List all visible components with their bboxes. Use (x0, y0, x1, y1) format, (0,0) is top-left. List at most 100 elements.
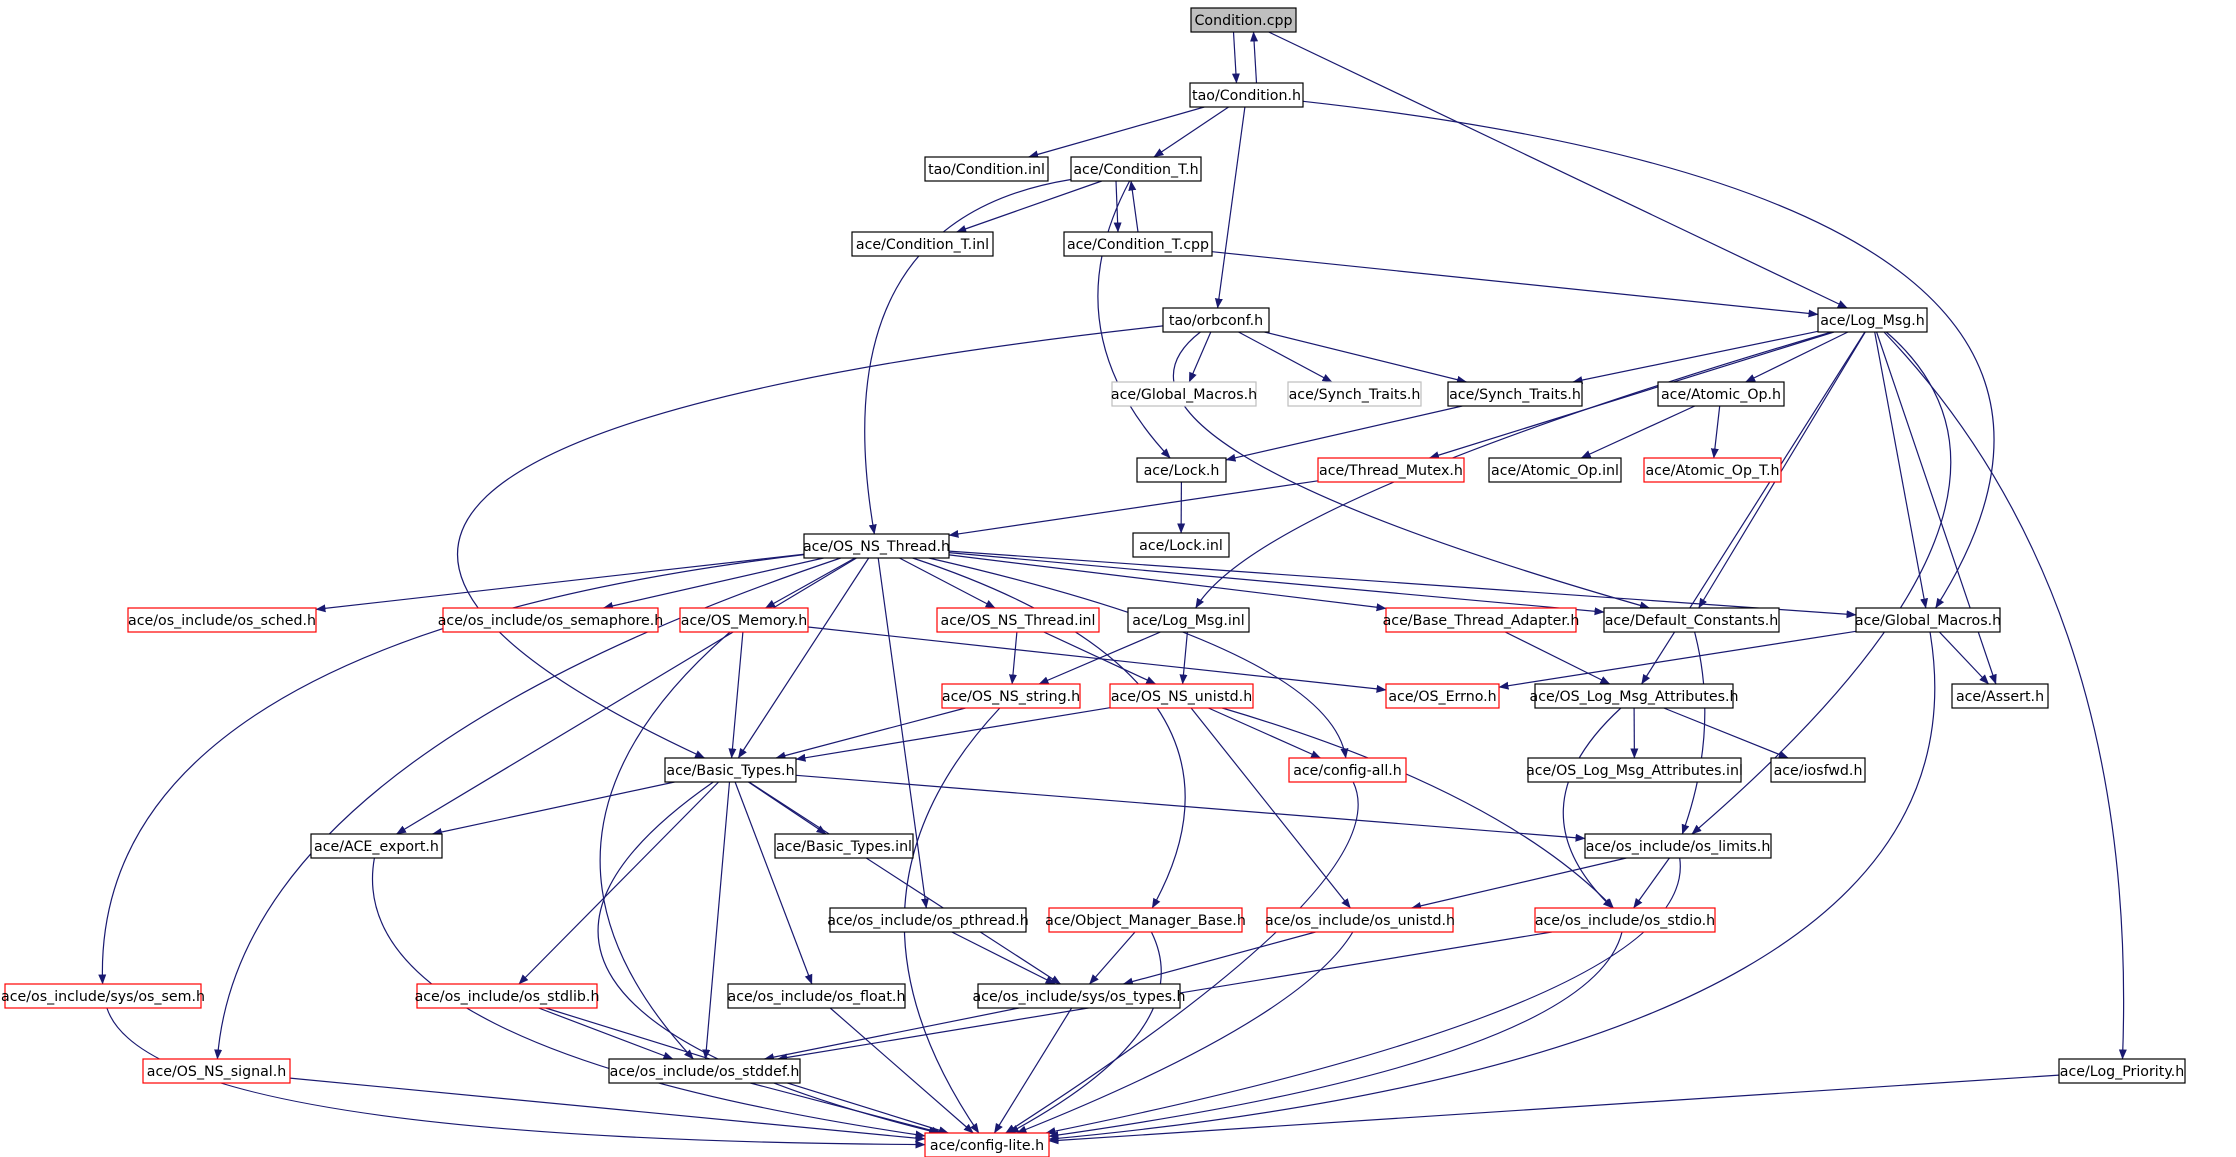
edge-ace_config_all_h-to-ace_config_lite_h (1005, 781, 1359, 1134)
node-ace-synch-traits-h[interactable]: ace/Synch_Traits.h (1447, 381, 1583, 407)
node-os-pthread-h[interactable]: ace/os_include/os_pthread.h (827, 907, 1029, 933)
node-label: ace/Atomic_Op.inl (1491, 463, 1619, 479)
node-box (936, 607, 1100, 633)
node-ace-basic-types-inl[interactable]: ace/Basic_Types.inl (774, 833, 914, 859)
node-ace-os-ns-thread-inl[interactable]: ace/OS_NS_Thread.inl (936, 607, 1100, 633)
edge-os_limits_h-to-os_unistd_h (1411, 857, 1627, 910)
node-ace-iosfwd-h[interactable]: ace/iosfwd.h (1770, 757, 1866, 783)
node-box (1385, 683, 1500, 709)
node-label: ace/os_include/os_sched.h (128, 613, 316, 629)
edge-ace_log_msg_h-to-ace_global_macros_h (1874, 331, 1929, 609)
node-label: tao/orbconf.h (1169, 313, 1263, 329)
node-ace-os-errno-h[interactable]: ace/OS_Errno.h (1385, 683, 1500, 709)
node-box (1317, 457, 1465, 483)
node-ace-config-lite-h[interactable]: ace/config-lite.h (924, 1132, 1050, 1157)
node-label: ace/os_include/os_limits.h (1586, 839, 1771, 855)
edge-os_sys_types_h-to-ace_config_lite_h (993, 1007, 1073, 1134)
node-os-semaphore-h[interactable]: ace/os_include/os_semaphore.h (438, 607, 664, 633)
edge-ace_log_priority_h-to-ace_config_lite_h (1048, 1074, 2060, 1145)
node-tao-orbconf-h[interactable]: tao/orbconf.h (1162, 307, 1270, 333)
node-ace-thread-mutex-h[interactable]: ace/Thread_Mutex.h (1317, 457, 1465, 483)
node-os-sys-sem-h[interactable]: ace/os_include/sys/os_sem.h (1, 983, 205, 1009)
node-os-stdio-h[interactable]: ace/os_include/os_stdio.h (1534, 907, 1716, 933)
node-ace-config-all-h[interactable]: ace/config-all.h (1288, 757, 1407, 783)
edge-tao_condition_h-to-ace_condition_t_h (1153, 106, 1229, 158)
node-ace-lock-h[interactable]: ace/Lock.h (1136, 457, 1227, 483)
node-ace-condition-t-h[interactable]: ace/Condition_T.h (1070, 156, 1202, 182)
node-ace-os-ns-thread-h[interactable]: ace/OS_NS_Thread.h (803, 533, 950, 559)
edge-ace_os_ns_signal_h-to-ace_config_lite_h (289, 1077, 926, 1143)
edge-ace_basic_types_h-to-ace_config_lite_h (597, 781, 939, 1135)
node-ace-object-manager-base-h[interactable]: ace/Object_Manager_Base.h (1045, 907, 1246, 933)
node-ace-os-log-msg-attributes-inl[interactable]: ace/OS_Log_Msg_Attributes.inl (1526, 757, 1743, 783)
edge-ace_os_ns_thread_h-to-ace_base_thread_adapter_h (948, 554, 1387, 612)
node-label: ace/Log_Msg.h (1820, 313, 1925, 329)
node-ace-condition-t-inl[interactable]: ace/Condition_T.inl (851, 231, 994, 257)
node-label: ace/Global_Macros.h (1111, 387, 1257, 403)
node-ace-log-msg-h[interactable]: ace/Log_Msg.h (1817, 307, 1928, 333)
node-ace-log-priority-h[interactable]: ace/Log_Priority.h (2058, 1058, 2186, 1084)
edge-os_stdio_h-to-ace_config_lite_h (1048, 931, 1623, 1139)
edge-tao_condition_h-to-tao_orbconf_h (1214, 106, 1246, 309)
node-tao-condition-h[interactable]: tao/Condition.h (1189, 82, 1304, 108)
node-box (1162, 307, 1270, 333)
node-label: ace/iosfwd.h (1774, 763, 1863, 779)
node-label: ace/OS_NS_signal.h (147, 1064, 286, 1080)
edge-os_unistd_h-to-os_sys_types_h (1122, 931, 1316, 986)
edge-ace_log_msg_h-to-ace_log_msg_inl (1195, 331, 1832, 609)
edge-os_unistd_h-to-ace_config_lite_h (1016, 931, 1354, 1134)
node-ace-log-msg-inl[interactable]: ace/Log_Msg.inl (1127, 607, 1250, 633)
node-ace-os-ns-signal-h[interactable]: ace/OS_NS_signal.h (142, 1058, 291, 1084)
edge-ace_os_ns_thread_h-to-os_sys_sem_h (98, 554, 805, 985)
node-box (142, 1058, 291, 1084)
node-box (977, 983, 1181, 1009)
node-box (1447, 381, 1583, 407)
edge-tao_orbconf_h-to-ace_basic_types_h (457, 325, 1164, 759)
node-label: ace/Assert.h (1956, 689, 2044, 705)
node-os-float-h[interactable]: ace/os_include/os_float.h (727, 983, 906, 1009)
edge-ace_log_msg_h-to-ace_atomic_op_h (1745, 331, 1849, 383)
node-box (1288, 757, 1407, 783)
node-os-stddef-h[interactable]: ace/os_include/os_stddef.h (608, 1058, 801, 1084)
edge-ace_basic_types_h-to-os_stddef_h (702, 781, 731, 1060)
edge-ace_os_log_msg_attributes_h-to-ace_iosfwd_h (1663, 707, 1789, 759)
edge-tao_condition_h-to-ace_global_macros_h (1302, 100, 1995, 609)
node-ace-base-thread-adapter-h[interactable]: ace/Base_Thread_Adapter.h (1383, 607, 1580, 633)
node-label: ace/os_include/os_stddef.h (610, 1064, 800, 1080)
edge-ace_os_ns_thread_h-to-ace_default_constants_h (948, 552, 1605, 616)
node-ace-basic-types-h[interactable]: ace/Basic_Types.h (664, 757, 797, 783)
node-os-stdlib-h[interactable]: ace/os_include/os_stdlib.h (415, 983, 600, 1009)
node-box (127, 607, 317, 633)
node-label: ace/config-all.h (1293, 763, 1402, 779)
node-tao-condition-inl[interactable]: tao/Condition.inl (924, 156, 1049, 182)
node-box (1534, 907, 1716, 933)
nodes: Condition.cpptao/Condition.htao/Conditio… (1, 7, 2186, 1157)
edge-ace_os_ns_string_h-to-ace_basic_types_h (775, 707, 966, 760)
node-ace-condition-t-cpp[interactable]: ace/Condition_T.cpp (1063, 231, 1213, 257)
node-os-sys-types-h[interactable]: ace/os_include/sys/os_types.h (972, 983, 1186, 1009)
edge-ace_os_ns_unistd_h-to-os_stdio_h (1222, 707, 1614, 909)
node-ace-global-macros-h[interactable]: ace/Global_Macros.h (1855, 607, 2001, 633)
node-os-unistd-h[interactable]: ace/os_include/os_unistd.h (1265, 907, 1455, 933)
node-ace-ace-export-h[interactable]: ace/ACE_export.h (310, 833, 443, 859)
node-ace-atomic-op-h[interactable]: ace/Atomic_Op.h (1657, 381, 1785, 407)
node-ace-atomic-op-t-h[interactable]: ace/Atomic_Op_T.h (1643, 457, 1782, 483)
node-os-limits-h[interactable]: ace/os_include/os_limits.h (1584, 833, 1772, 859)
node-ace-os-ns-unistd-h[interactable]: ace/OS_NS_unistd.h (1109, 683, 1254, 709)
node-label: ace/os_include/os_float.h (728, 989, 906, 1005)
edge-ace_log_msg_h-to-ace_log_priority_h (1883, 331, 2127, 1060)
node-ace-lock-inl[interactable]: ace/Lock.inl (1132, 532, 1230, 558)
node-ace-synch-traits-ext[interactable]: ace/Synch_Traits.h (1287, 381, 1422, 407)
node-ace-atomic-op-inl[interactable]: ace/Atomic_Op.inl (1488, 457, 1622, 483)
node-ace-global-macros-ext[interactable]: ace/Global_Macros.h (1111, 381, 1257, 407)
node-label: ace/os_include/os_semaphore.h (438, 613, 664, 629)
edge-ace_global_macros_h-to-ace_os_errno_h (1498, 630, 1857, 690)
node-ace-default-constants-h[interactable]: ace/Default_Constants.h (1603, 607, 1780, 633)
edge-ace_atomic_op_h-to-ace_atomic_op_t_h (1710, 405, 1721, 459)
node-os-sched-h[interactable]: ace/os_include/os_sched.h (127, 607, 317, 633)
node-ace-os-ns-string-h[interactable]: ace/OS_NS_string.h (941, 683, 1081, 709)
node-ace-os-memory-h[interactable]: ace/OS_Memory.h (679, 607, 809, 633)
node-ace-assert-h[interactable]: ace/Assert.h (1951, 683, 2049, 709)
node-ace-os-log-msg-attributes-h[interactable]: ace/OS_Log_Msg_Attributes.h (1530, 683, 1739, 709)
